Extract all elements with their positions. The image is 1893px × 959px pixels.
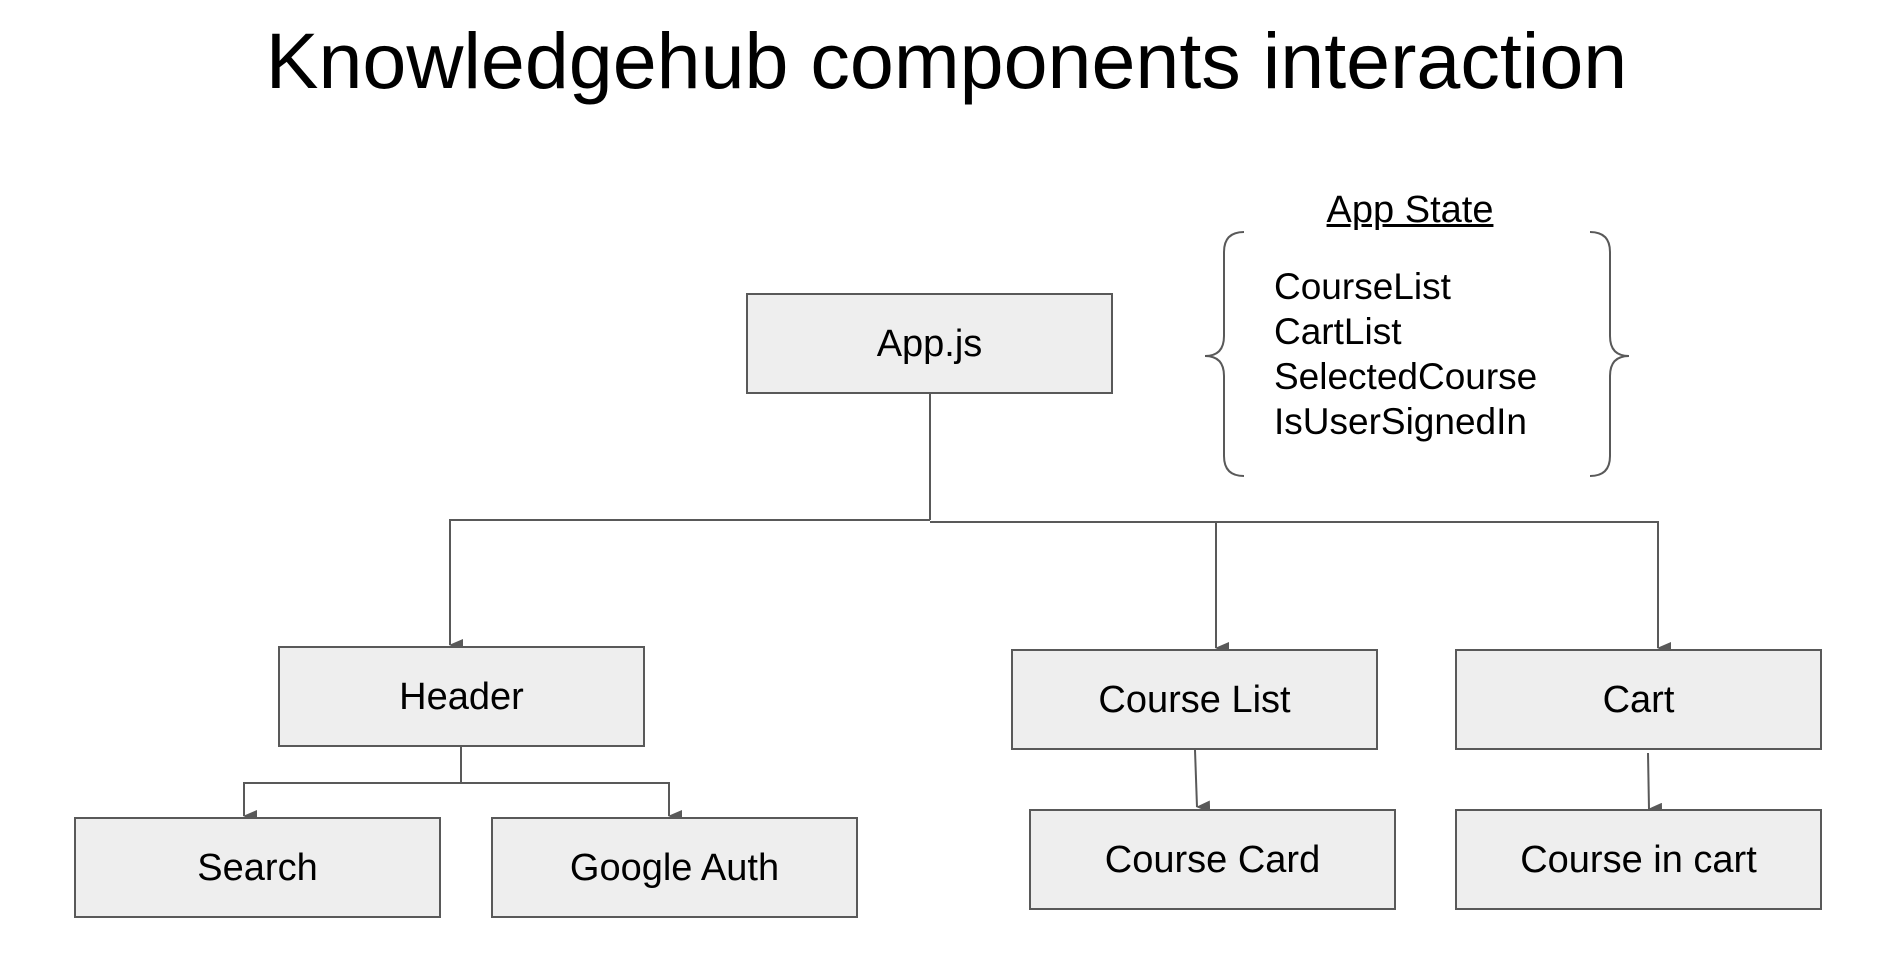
node-google-auth: Google Auth <box>491 817 858 918</box>
node-label: Course List <box>1098 678 1291 721</box>
node-search: Search <box>74 817 441 918</box>
diagram-title: Knowledgehub components interaction <box>265 16 1628 105</box>
connector-app-to-cart <box>1216 521 1671 654</box>
node-cart: Cart <box>1455 649 1822 750</box>
connector-header-to-search <box>243 782 461 822</box>
right-brace <box>1589 231 1630 477</box>
app-state-item: CartList <box>1274 311 1402 352</box>
node-course-in-cart: Course in cart <box>1455 809 1822 910</box>
node-label: Course in cart <box>1520 838 1757 881</box>
connector-app-to-header <box>449 519 930 651</box>
node-app-js: App.js <box>746 293 1113 394</box>
app-state-item: CourseList <box>1274 266 1451 307</box>
connector-cart-to-course-in-cart <box>1647 752 1663 815</box>
node-label: App.js <box>876 322 983 365</box>
node-course-list: Course List <box>1011 649 1378 750</box>
node-label: Course Card <box>1104 838 1321 881</box>
app-state-item: SelectedCourse <box>1274 356 1538 397</box>
node-label: Cart <box>1602 678 1675 721</box>
connector-app-to-course-list <box>930 521 1229 654</box>
node-label: Header <box>399 675 524 718</box>
app-state-title: App State <box>1326 189 1494 231</box>
node-course-card: Course Card <box>1029 809 1396 910</box>
node-header: Header <box>278 646 645 747</box>
left-brace <box>1204 231 1245 477</box>
connector-header-to-google-auth <box>461 782 682 822</box>
node-label: Search <box>197 846 318 889</box>
app-state-item: IsUserSignedIn <box>1274 401 1527 442</box>
node-label: Google Auth <box>569 846 780 889</box>
connector-course-list-to-course-card <box>1194 749 1211 813</box>
app-state-list: CourseList CartList SelectedCourse IsUse… <box>1274 264 1537 444</box>
